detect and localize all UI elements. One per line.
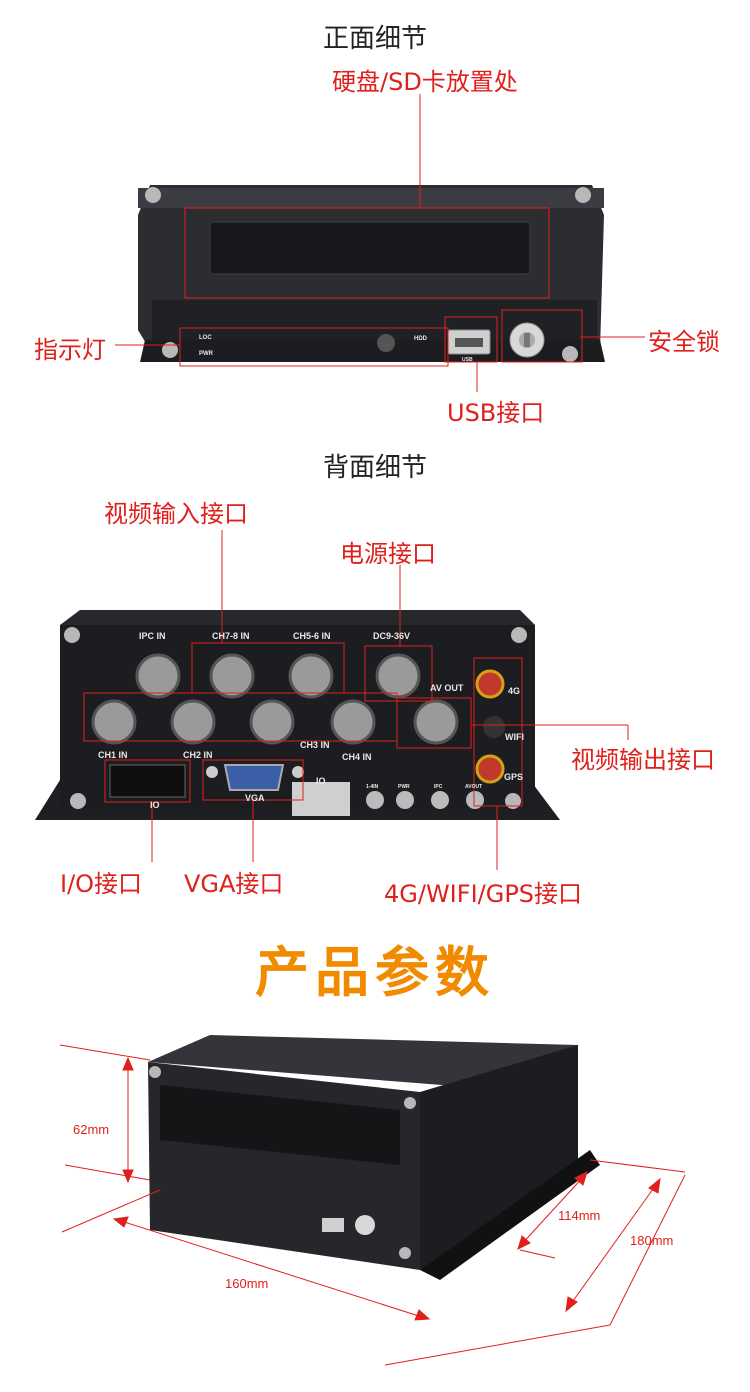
ipc-in-text: IPC IN xyxy=(139,631,166,641)
storage-label: 硬盘/SD卡放置处 xyxy=(332,68,518,96)
depth-dim: 180mm xyxy=(630,1233,674,1248)
ch3-in-text: CH3 IN xyxy=(300,740,330,750)
av-out-text: AV OUT xyxy=(430,683,464,693)
back-heading: 背面细节 xyxy=(322,453,427,483)
ch4-in-text: CH4 IN xyxy=(342,752,372,762)
wifi-text: WIFI xyxy=(505,732,524,742)
vga-text: VGA xyxy=(245,793,265,803)
video-out-label: 视频输出接口 xyxy=(571,746,715,774)
wireless-label: 4G/WIFI/GPS接口 xyxy=(384,880,583,908)
legend-2-text: PWR xyxy=(398,784,410,790)
usb-port-text: USB xyxy=(462,357,473,363)
ch56-in-text: CH5-6 IN xyxy=(293,631,331,641)
loc-text: LOC xyxy=(199,335,212,341)
lock-label: 安全锁 xyxy=(648,328,720,356)
height-dim: 62mm xyxy=(73,1122,110,1137)
g4-text: 4G xyxy=(508,686,521,696)
io2-text: IO xyxy=(150,800,160,810)
legend-1-text: 1-4IN xyxy=(366,784,379,790)
gps-text: GPS xyxy=(504,772,524,782)
ch2-in-text: CH2 IN xyxy=(183,750,213,760)
vga-label: VGA接口 xyxy=(184,870,284,898)
legend-4-text: AVOUT xyxy=(465,784,483,790)
usb-label: USB接口 xyxy=(447,399,545,427)
io-text: IO xyxy=(316,776,326,786)
hdd-text: HDD xyxy=(414,336,427,342)
depth-small-dim: 114mm xyxy=(558,1208,601,1223)
ch1-in-text: CH1 IN xyxy=(98,750,128,760)
params-title: 产品参数 xyxy=(255,941,495,1004)
width-dim: 160mm xyxy=(225,1276,269,1291)
front-device-image xyxy=(115,94,645,392)
indicator-label: 指示灯 xyxy=(34,336,106,364)
pwr-text: PWR xyxy=(199,351,213,357)
io-label: I/O接口 xyxy=(60,870,143,898)
power-label: 电源接口 xyxy=(340,540,436,568)
dc-text: DC9-36V xyxy=(373,631,411,641)
back-device-image xyxy=(35,530,629,870)
legend-3-text: IPC xyxy=(434,784,443,790)
ch78-in-text: CH7-8 IN xyxy=(212,631,250,641)
video-in-label: 视频输入接口 xyxy=(104,500,248,528)
front-heading: 正面细节 xyxy=(322,24,427,54)
